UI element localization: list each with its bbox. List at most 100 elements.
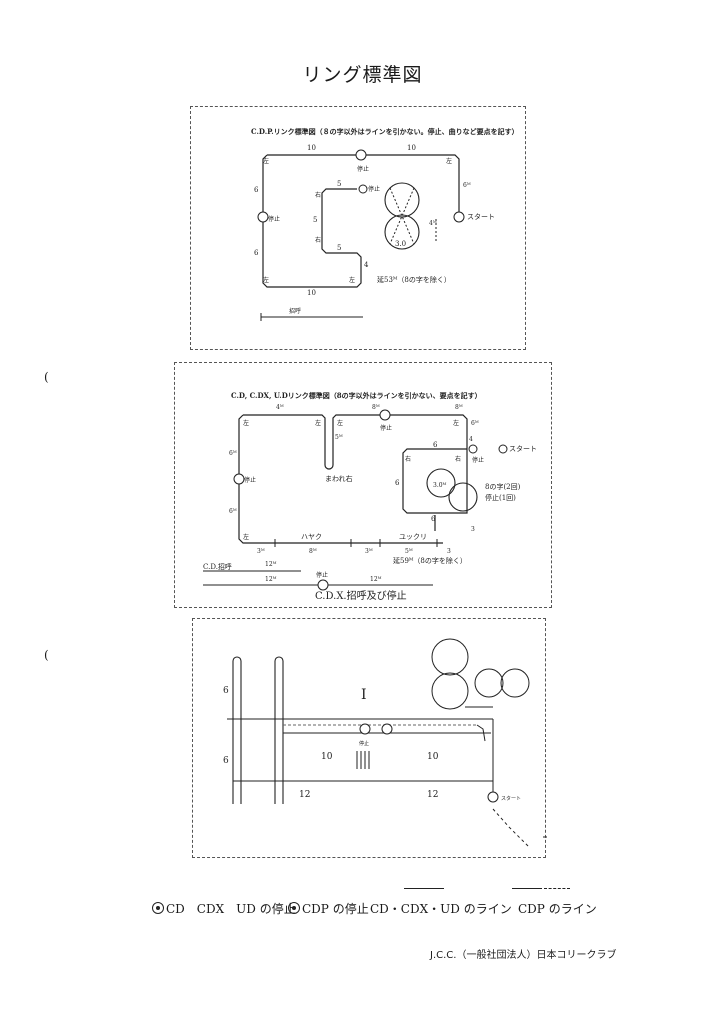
distance-label: 3 xyxy=(471,526,475,533)
distance-label: 6 xyxy=(223,756,229,766)
stop-symbol-icon xyxy=(152,902,164,914)
turn-label: 右 xyxy=(455,455,461,463)
turn-label: 右 xyxy=(315,191,321,199)
figure-eight-right xyxy=(500,668,530,698)
start-marker xyxy=(487,791,499,803)
distance-label: 12ᴹ xyxy=(265,561,277,568)
distance-label: 6 xyxy=(433,441,438,449)
figure-eight-upper xyxy=(431,638,469,676)
start-marker xyxy=(453,211,465,223)
distance-label: 3.0ᴹ xyxy=(433,482,447,489)
panel-caption: C.D.X.招呼及び停止 xyxy=(315,589,407,602)
stop-label: 停止 xyxy=(316,571,328,579)
distance-label: 6ᴹ xyxy=(471,420,479,427)
turn-label: 左 xyxy=(315,419,321,427)
legend-cd-line: CD・CDX・UD のライン xyxy=(370,902,512,916)
turn-label: まわれ右 xyxy=(325,474,353,483)
distance-label: 8ᴹ xyxy=(455,404,463,411)
approach-path xyxy=(492,808,530,848)
distance-note: 延59ᴹ（8の字を除く） xyxy=(393,556,467,565)
stop-label: 停止 xyxy=(472,456,484,464)
distance-label: 12ᴹ xyxy=(370,576,382,583)
turn-label: 左 xyxy=(349,276,355,284)
distance-label: 3 xyxy=(447,548,451,555)
margin-mark: ( xyxy=(44,648,49,662)
distance-label: 10 xyxy=(307,289,316,297)
marker-label: I xyxy=(361,687,367,703)
distance-label: 10 xyxy=(307,144,316,152)
distance-label: 6 xyxy=(223,686,229,696)
distance-label: 6 xyxy=(254,186,259,194)
footer-credit: J.C.C.（一般社団法人）日本コリークラブ xyxy=(430,950,617,961)
legend-cdp-line: CDP のライン xyxy=(518,902,597,916)
stop-marker xyxy=(379,409,391,421)
distance-label: 3.0 xyxy=(395,240,406,248)
distance-note: 延53ᴹ（8の字を除く） xyxy=(377,275,451,284)
distance-label: 10 xyxy=(427,752,439,762)
cd-ring-diagram: C.D, C.DX, U.Dリンク標準図（8の字以外はラインを引かない、要点を記… xyxy=(203,391,537,602)
stop-marker xyxy=(257,211,269,223)
ring-path-top xyxy=(243,414,468,470)
stop-marker xyxy=(358,184,368,194)
distance-label: 3ᴹ xyxy=(365,548,373,555)
cd-ring-diagram-panel: C.D, C.DX, U.Dリンク標準図（8の字以外はラインを引かない、要点を記… xyxy=(174,362,552,608)
turn-label: 右 xyxy=(315,236,321,244)
figure-eight-left xyxy=(426,468,456,498)
combined-ring-diagram-panel: I 6 6 10 10 12 12 スタート 停止 xyxy=(192,618,559,858)
ring-path-left-loop xyxy=(262,154,362,288)
stop-symbol-icon xyxy=(288,902,300,914)
solid-line-sample xyxy=(404,888,444,889)
stop-label: 停止 xyxy=(357,165,369,173)
stop-marker xyxy=(317,579,329,591)
combined-ring-diagram: I 6 6 10 10 12 12 スタート 停止 xyxy=(223,638,559,848)
u-turn-lane xyxy=(274,656,284,804)
solid-line-sample xyxy=(512,888,542,889)
stop-marker xyxy=(355,149,367,161)
distance-label: 6ᴹ xyxy=(229,450,237,457)
panel-heading: C.D.P.リンク標準図（８の字以外はラインを引かない。停止、曲りなど要点を記す… xyxy=(251,127,519,136)
turn-label: 右 xyxy=(405,455,411,463)
stop-label: 停止 xyxy=(268,215,280,223)
distance-label: 5ᴹ xyxy=(335,434,343,441)
figure-eight-left xyxy=(474,668,504,698)
distance-label: 8ᴹ xyxy=(372,404,380,411)
distance-label: 10 xyxy=(321,752,333,762)
stop-label: 停止 xyxy=(244,476,256,484)
figure-eight-note: 停止(1回) xyxy=(485,493,516,502)
distance-label: 4ᴹ xyxy=(429,220,437,227)
distance-label: 5 xyxy=(337,244,341,252)
pace-label: ハヤク xyxy=(301,533,322,541)
distance-label: 6ᴹ xyxy=(229,508,237,515)
scale-label: C.D.招呼 xyxy=(203,562,232,571)
distance-label: 12 xyxy=(299,790,310,800)
margin-mark: ( xyxy=(44,370,49,384)
stop-marker xyxy=(381,723,393,735)
dashed-line-sample xyxy=(544,888,570,889)
distance-label: 6 xyxy=(254,249,259,257)
distance-label: 6 xyxy=(395,479,400,487)
start-marker xyxy=(498,444,508,454)
cdp-ring-diagram-panel: C.D.P.リンク標準図（８の字以外はラインを引かない。停止、曲りなど要点を記す… xyxy=(190,106,526,350)
pace-label: ユックリ xyxy=(399,533,427,541)
turn-label: 左 xyxy=(446,157,452,165)
distance-label: 12 xyxy=(427,790,438,800)
distance-label: 6 xyxy=(431,515,436,523)
stop-label: 停止 xyxy=(359,740,369,747)
turn-label: 左 xyxy=(263,157,269,165)
distance-label: 12ᴹ xyxy=(265,576,277,583)
start-label: スタート xyxy=(467,212,495,221)
grid-marker xyxy=(356,751,370,769)
start-label: スタート xyxy=(501,795,521,802)
turn-label: 左 xyxy=(453,419,459,427)
distance-label: 10 xyxy=(407,144,416,152)
distance-label: 4 xyxy=(364,261,369,269)
distance-label: 6ᴹ xyxy=(463,182,471,189)
stop-marker xyxy=(359,723,371,735)
turn-label: 左 xyxy=(337,419,343,427)
cdp-ring-diagram: C.D.P.リンク標準図（８の字以外はラインを引かない。停止、曲りなど要点を記す… xyxy=(251,127,519,321)
panel-heading: C.D, C.DX, U.Dリンク標準図（8の字以外はラインを引かない、要点を記… xyxy=(231,391,482,400)
stop-label: 停止 xyxy=(368,185,380,193)
u-turn-lane xyxy=(232,656,242,804)
distance-label: 5 xyxy=(337,180,341,188)
turn-label: 左 xyxy=(263,276,269,284)
